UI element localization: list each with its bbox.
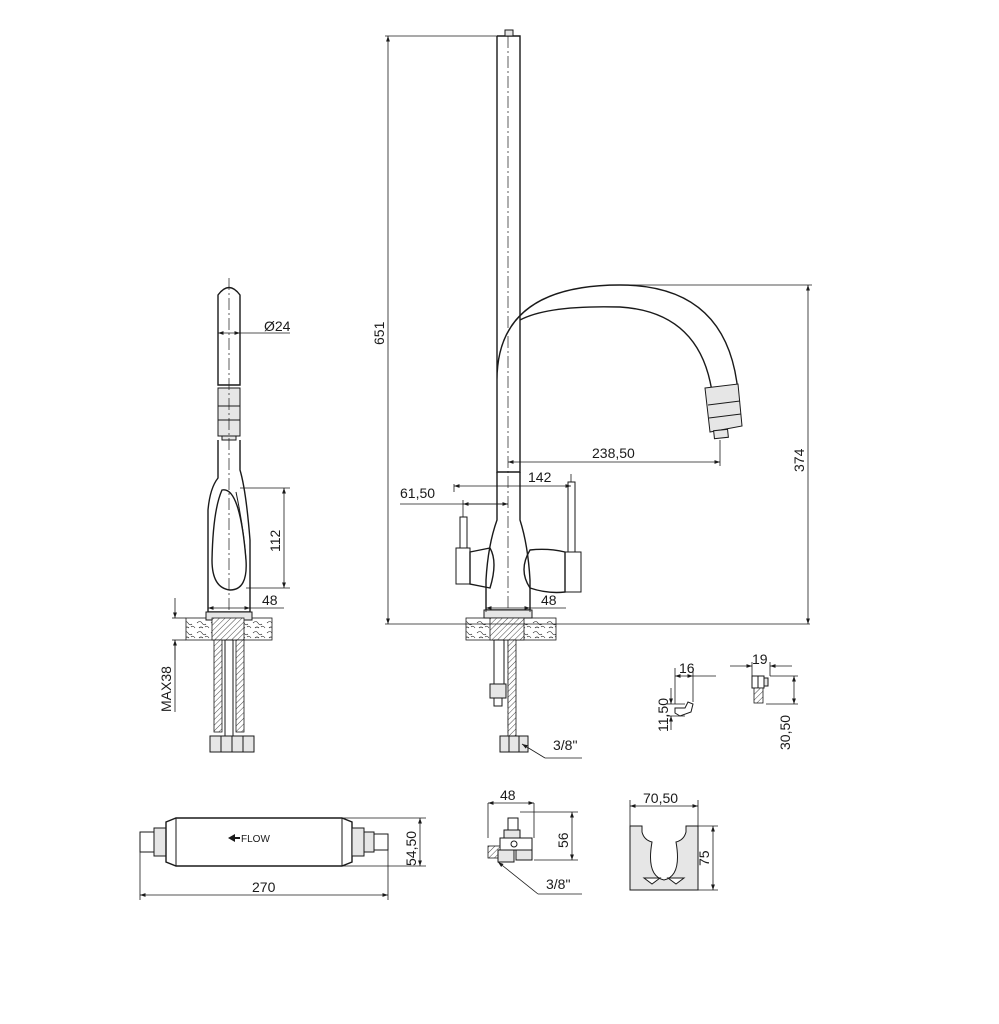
front-spout-reach-label: 238,50 bbox=[592, 445, 635, 461]
front-total-height-label: 651 bbox=[371, 321, 387, 345]
side-diameter-label: Ø24 bbox=[264, 318, 291, 334]
valve-top bbox=[507, 817, 519, 831]
front-hose-right bbox=[507, 639, 517, 737]
filter-flow-label: FLOW bbox=[241, 834, 270, 845]
part1-width-label: 16 bbox=[679, 660, 695, 676]
filter-body bbox=[165, 817, 353, 867]
part1-height-label: 11,50 bbox=[655, 698, 671, 732]
bracket-body bbox=[629, 825, 699, 891]
side-max-thickness-label: MAX38 bbox=[158, 666, 174, 712]
front-hose-center bbox=[493, 639, 505, 685]
filter-diameter-label: 54,50 bbox=[403, 831, 419, 866]
filter-left-fitting bbox=[139, 831, 155, 853]
small-part-1: 16 11,50 bbox=[655, 660, 716, 732]
valve-width-label: 48 bbox=[500, 787, 516, 803]
front-spout-height-label: 374 bbox=[791, 448, 807, 472]
side-handle-height-label: 112 bbox=[267, 529, 283, 552]
front-hose-thread-label: 3/8" bbox=[553, 737, 577, 753]
filter-right-fitting bbox=[373, 833, 389, 851]
front-left-handle-label: 61,50 bbox=[400, 485, 435, 501]
front-view: 651 374 238,50 142 61,50 48 3/8" bbox=[371, 29, 812, 759]
filter-length-label: 270 bbox=[252, 879, 276, 895]
flow-arrow-icon bbox=[228, 834, 240, 842]
mounting-bracket: 70,50 75 bbox=[629, 790, 718, 891]
part2-thread bbox=[753, 687, 764, 704]
side-hose-right bbox=[235, 639, 245, 733]
bracket-height-label: 75 bbox=[696, 850, 712, 866]
part2-width-label: 19 bbox=[752, 651, 768, 667]
front-base-width-label: 48 bbox=[541, 592, 557, 608]
filter-cartridge: FLOW 270 54,50 bbox=[139, 817, 426, 900]
front-column bbox=[497, 35, 521, 320]
front-handles-span-label: 142 bbox=[528, 469, 552, 485]
part1-body bbox=[674, 701, 694, 717]
front-hose-nut bbox=[499, 735, 529, 753]
valve-height-label: 56 bbox=[555, 832, 571, 848]
bracket-width-label: 70,50 bbox=[643, 790, 678, 806]
angle-valve: 48 56 3/8" bbox=[487, 787, 582, 895]
front-right-handle bbox=[567, 481, 576, 553]
side-base-width-label: 48 bbox=[262, 592, 278, 608]
front-spout-head bbox=[704, 383, 743, 433]
valve-thread-label: 3/8" bbox=[546, 876, 570, 892]
side-spout-tube bbox=[217, 286, 241, 386]
side-view: Ø24 112 48 MAX38 bbox=[158, 278, 291, 753]
side-hose-left bbox=[213, 639, 223, 733]
small-part-2: 19 30,50 bbox=[730, 651, 798, 750]
side-handle bbox=[211, 489, 247, 591]
part2-height-label: 30,50 bbox=[777, 715, 793, 750]
